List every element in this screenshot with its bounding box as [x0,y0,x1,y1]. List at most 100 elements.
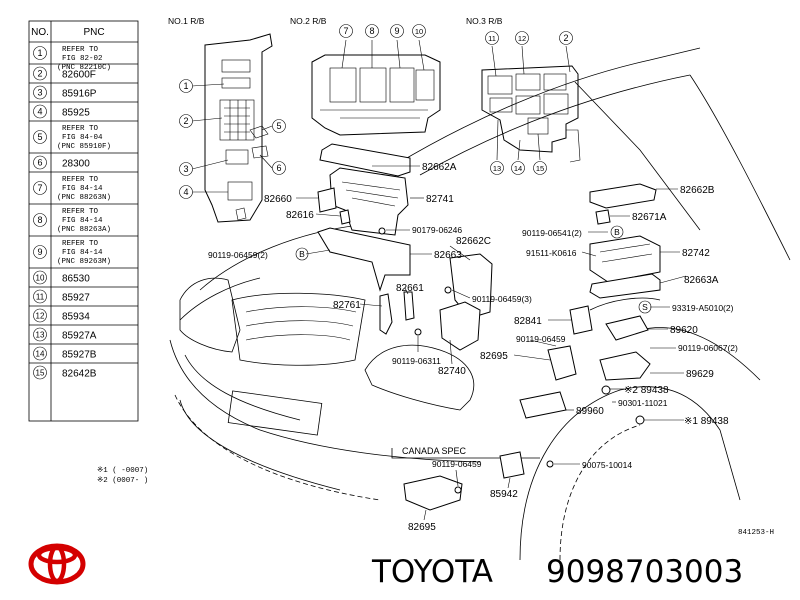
label-89438-1: ※1 89438 [684,416,729,427]
rb3-callout-circle [515,31,529,45]
relay-block-1-body [204,33,273,223]
cover-82663A [589,273,661,299]
figure-number: 841253-H [738,529,774,537]
label-canada-82695: 82695 [408,522,436,533]
table-row-pnc-line: FIG 82-02 [62,55,103,63]
table-row-pnc-line: (PNC 82210C) [57,64,111,72]
module-89620 [605,315,649,341]
label-90119-06541-2: 90119-06541(2) [522,228,582,238]
table-row-number: 6 [37,158,42,168]
brand-name: TOYOTA [371,554,493,590]
table-row-number-circle [33,365,47,380]
table-row-number-circle [33,66,47,81]
table-row-number: 3 [37,88,42,98]
label-82662C: 82662C [456,236,491,247]
rb1-callout-number: 6 [276,163,281,173]
table-row-number: 8 [37,215,42,225]
rb3-callout-circle [559,31,573,45]
rb3-callout-number: 15 [536,164,544,173]
table-row-pnc-line: REFER TO [62,208,99,216]
rb3-callout-number: 12 [518,34,526,43]
footnote-1: ※1 ( -0007) [97,466,148,475]
label-89629: 89629 [686,369,714,380]
relay-box-82742 [589,235,661,283]
table-row-pnc-line: REFER TO [62,240,99,248]
label-90119-06459: 90119-06459 [516,334,566,344]
rb2-callout-circle [365,24,379,38]
right-side-parts [513,183,687,425]
relay-block-3-body [481,65,579,153]
label-89960: 89960 [576,406,604,417]
toyota-logo [28,543,86,585]
rb1-callout-circle [272,119,286,133]
rb2-callout-number: 7 [343,26,348,36]
table-row-pnc: 85925 [62,108,90,119]
table-row-pnc: 85916P [62,89,97,100]
label-91511-K0616: 91511-K0616 [526,248,577,258]
module-85942 [499,451,525,479]
label-canada-spec: CANADA SPEC [402,446,467,456]
cover-82662B [589,183,657,209]
label-82661: 82661 [396,283,424,294]
rb3-title: NO.3 R/B [466,16,503,26]
rb3-callout-number: 13 [493,164,501,173]
table-row-pnc: 28300 [62,159,90,170]
table-row-pnc-line: FIG 84-14 [62,249,103,257]
label-82761: 82761 [333,300,361,311]
table-row-number-circle [33,289,47,304]
label-82662B: 82662B [680,185,715,196]
label-90119-06459-3: 90119-06459(3) [472,294,532,304]
label-89438-2: ※2 89438 [624,385,669,396]
label-82741: 82741 [426,194,454,205]
table-row-pnc-line: FIG 84-04 [62,134,103,142]
rb1-callout-number: 3 [183,164,188,174]
table-row-pnc-line: REFER TO [62,46,99,54]
table-row-number: 12 [36,312,45,321]
table-row-number-circle [33,155,47,170]
table-row-number-circle [33,181,47,195]
footnote-2: ※2 (0007- ) [97,476,148,485]
table-row-pnc: 85927B [62,350,97,361]
bracket-82663 [317,227,411,292]
table-row-pnc: 86530 [62,274,90,285]
label-82742: 82742 [682,248,710,259]
table-row-number: 1 [37,48,42,58]
table-row-number: 5 [37,132,42,142]
table-row-pnc-line: REFER TO [62,176,99,184]
table-row-number-circle [33,46,47,60]
label-canada-85942: 85942 [490,489,518,500]
table-row-number-circle [33,130,47,144]
clip-82616 [339,209,351,225]
label-82671A: 82671A [632,212,667,223]
table-row-number-circle [33,104,47,119]
bracket-82761 [379,293,393,335]
label-82740: 82740 [438,366,466,377]
table-row-number-circle [33,85,47,100]
sensor-89960 [519,391,567,419]
vehicle-outline [169,47,791,561]
table-row-pnc-line: REFER TO [62,125,99,133]
rb3-callout-circle [511,161,525,175]
rb3-callout-circle [490,161,504,175]
table-row-number-circle [33,327,47,342]
rb1-callout-number: 5 [276,121,281,131]
label-82663A: 82663A [684,275,719,286]
table-row-number: 2 [37,69,42,79]
label-82662A: 82662A [422,162,457,173]
relay-82740 [439,301,481,351]
table-row-pnc: 85934 [62,312,90,323]
rb1-callout-number: 4 [183,187,188,197]
canada-spec-inset [391,448,580,521]
table-row-pnc: 85927 [62,293,90,304]
clip-82661 [403,291,415,321]
rb2-title: NO.2 R/B [290,16,327,26]
rb1-callout-circle [179,79,193,93]
cover-82662C [449,253,493,319]
table-row-pnc-line: (PNC 85910F) [57,143,111,151]
table-row-number-circle [33,245,47,259]
table-row-number-circle [33,270,47,285]
rb1-callout-circle [272,161,286,175]
table-row-number: 4 [37,107,42,117]
